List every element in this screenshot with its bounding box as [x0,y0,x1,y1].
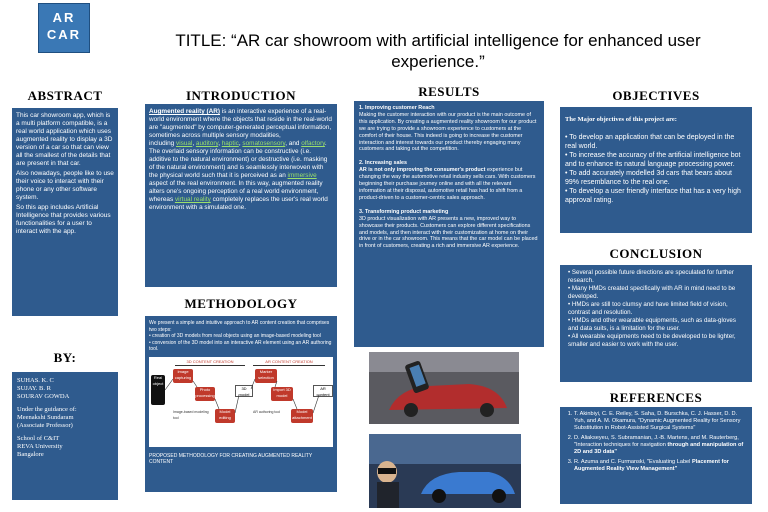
results-p2-lead: AR is not only improving the consumer's … [359,167,486,174]
guide-name: Meenakshi Sundaram [17,414,74,421]
conclusion-3: • HMDs are still too clumsy and have lim… [568,301,728,316]
objectives-panel: The Major objectives of this project are… [560,107,752,233]
link-immersive[interactable]: immersive [287,172,317,179]
objective-1: • To develop an application that can be … [565,134,735,150]
references-heading: REFERENCES [609,390,703,405]
abstract-panel: This car showroom app, which is a multi … [12,108,118,316]
author-1: SUHAS. K. C [17,377,54,384]
intro-t6: completely replaces the user's real worl… [149,196,328,211]
conclusion-4: • HMDs and other wearable equipments, su… [568,317,736,332]
conclusion-heading: CONCLUSION [609,246,703,261]
abstract-heading: ABSTRACT [27,88,103,103]
intro-t4: . The overlaid sensory information can b… [149,140,328,179]
diagram-ar-content: AR content [313,384,333,397]
diagram-left-title: 3D CONTENT CREATION [175,359,245,366]
conclusion-5: • All wearable equipments need to be dev… [568,333,736,348]
results-p2: experience but changing the way the auto… [359,167,536,201]
introduction-heading: INTRODUCTION [185,88,296,103]
references-list: T. Akinbiyi, C. E. Reiley, S. Saha, D. B… [564,411,748,473]
authors-panel: SUHAS. K. C SUJAY. B. R SOURAV GOWDA Und… [12,372,118,500]
link-virtual-reality[interactable]: virtual reality [174,196,211,203]
abstract-p1: This car showroom app, which is a multi … [16,112,113,167]
diagram-right-title: AR CONTENT CREATION [253,359,325,366]
abstract-p2: Also nowadays, people like to use their … [16,170,114,201]
city: Bangalore [17,451,44,458]
ar-headset-photo [369,434,521,508]
link-haptic[interactable]: haptic [221,140,239,147]
school: School of C&IT [17,435,60,442]
link-auditory[interactable]: auditory [195,140,219,147]
abstract-p3: So this app includes Artificial Intellig… [16,204,111,235]
methodology-caption: PROPOSED METHODOLOGY FOR CREATING AUGMEN… [149,452,313,466]
diagram-model-attachment: Model attachment [291,408,313,423]
author-3: SOURAV GOWDA [17,393,70,400]
reference-3: R. Azuma and C. Furmanski, "Evaluating L… [574,459,748,473]
results-heading: RESULTS [418,84,480,99]
intro-t3: , and [285,140,302,147]
results-p3: 3D product visualization with AR present… [359,215,538,250]
results-h2: 2. Increasing sales [359,160,407,167]
diagram-import-model: Import 3D model [271,386,293,401]
results-h1: 1. Improving customer Reach [359,105,435,111]
diagram-photo-processing: Photo processing [195,386,215,401]
diagram-ar-tool-label: AR authoring tool [253,409,281,414]
method-p1: We present a simple and intuitive approa… [149,320,330,333]
logo-line1: AR [52,10,76,25]
references-panel: T. Akinbiyi, C. E. Reiley, S. Saha, D. B… [560,407,752,504]
methodology-panel: We present a simple and intuitive approa… [145,316,337,492]
diagram-3d-model: 3D model [235,384,253,397]
logo: AR CAR [38,3,90,53]
guide-title: (Associate Professor) [17,422,73,429]
intro-term: Augmented reality (AR) [149,108,221,115]
results-panel: 1. Improving customer Reach Making the c… [354,101,544,347]
car-showroom-photo [369,352,519,424]
objective-3: • To add accurately modelled 3d cars tha… [565,170,732,186]
method-s2: • conversion of the 3D model into an int… [149,339,332,353]
objective-4: • To develop a user friendly interface t… [565,188,741,204]
reference-2: D. Aliakseyeu, S. Subramanian, J.-B. Mar… [574,435,748,456]
diagram-real-object: Real object [151,374,165,405]
objectives-heading: OBJECTIVES [612,88,700,103]
objectives-lead: The Major objectives of this project are… [565,116,677,123]
link-visual[interactable]: visual [176,140,193,147]
poster-title: TITLE: “AR car showroom with artificial … [175,31,701,71]
results-p1: Making the customer interaction with our… [359,111,537,153]
author-2: SUJAY. B. R [17,385,51,392]
guidance-label: Under the guidance of: [17,406,77,413]
diagram-image-capture: Image capturing [173,368,193,383]
conclusion-panel: • Several possible future directions are… [560,265,752,382]
methodology-diagram: 3D CONTENT CREATION AR CONTENT CREATION … [149,356,333,447]
link-olfactory[interactable]: olfactory [301,140,325,147]
university: REVA University [17,443,63,450]
logo-line2: CAR [46,27,82,42]
diagram-arrows [164,378,320,413]
by-heading: BY: [53,350,77,365]
method-s1: • creation of 3D models from real object… [149,333,321,339]
intro-t5: aspect of the real environment. In this … [149,180,323,203]
link-somatosensory[interactable]: somatosensory [242,140,286,147]
diagram-marker-selection: Marker selection [255,368,277,383]
results-h3: 3. Transforming product marketing [359,208,449,215]
diagram-image-tool-label: Image-based modeling tool [173,409,209,421]
conclusion-1: • Several possible future directions are… [568,269,734,284]
reference-1: T. Akinbiyi, C. E. Reiley, S. Saha, D. B… [574,411,748,432]
intro-t2: including [149,140,177,147]
introduction-panel: Augmented reality (AR) is an interactive… [145,104,337,287]
methodology-heading: METHODOLOGY [184,296,298,311]
conclusion-2: • Many HMDs created specifically with AR… [568,285,736,300]
diagram-model-editing: Model editing [215,408,235,423]
objective-2: • To increase the accuracy of the artifi… [565,152,741,168]
intro-t1: is an interactive experience of a real-w… [149,108,332,139]
